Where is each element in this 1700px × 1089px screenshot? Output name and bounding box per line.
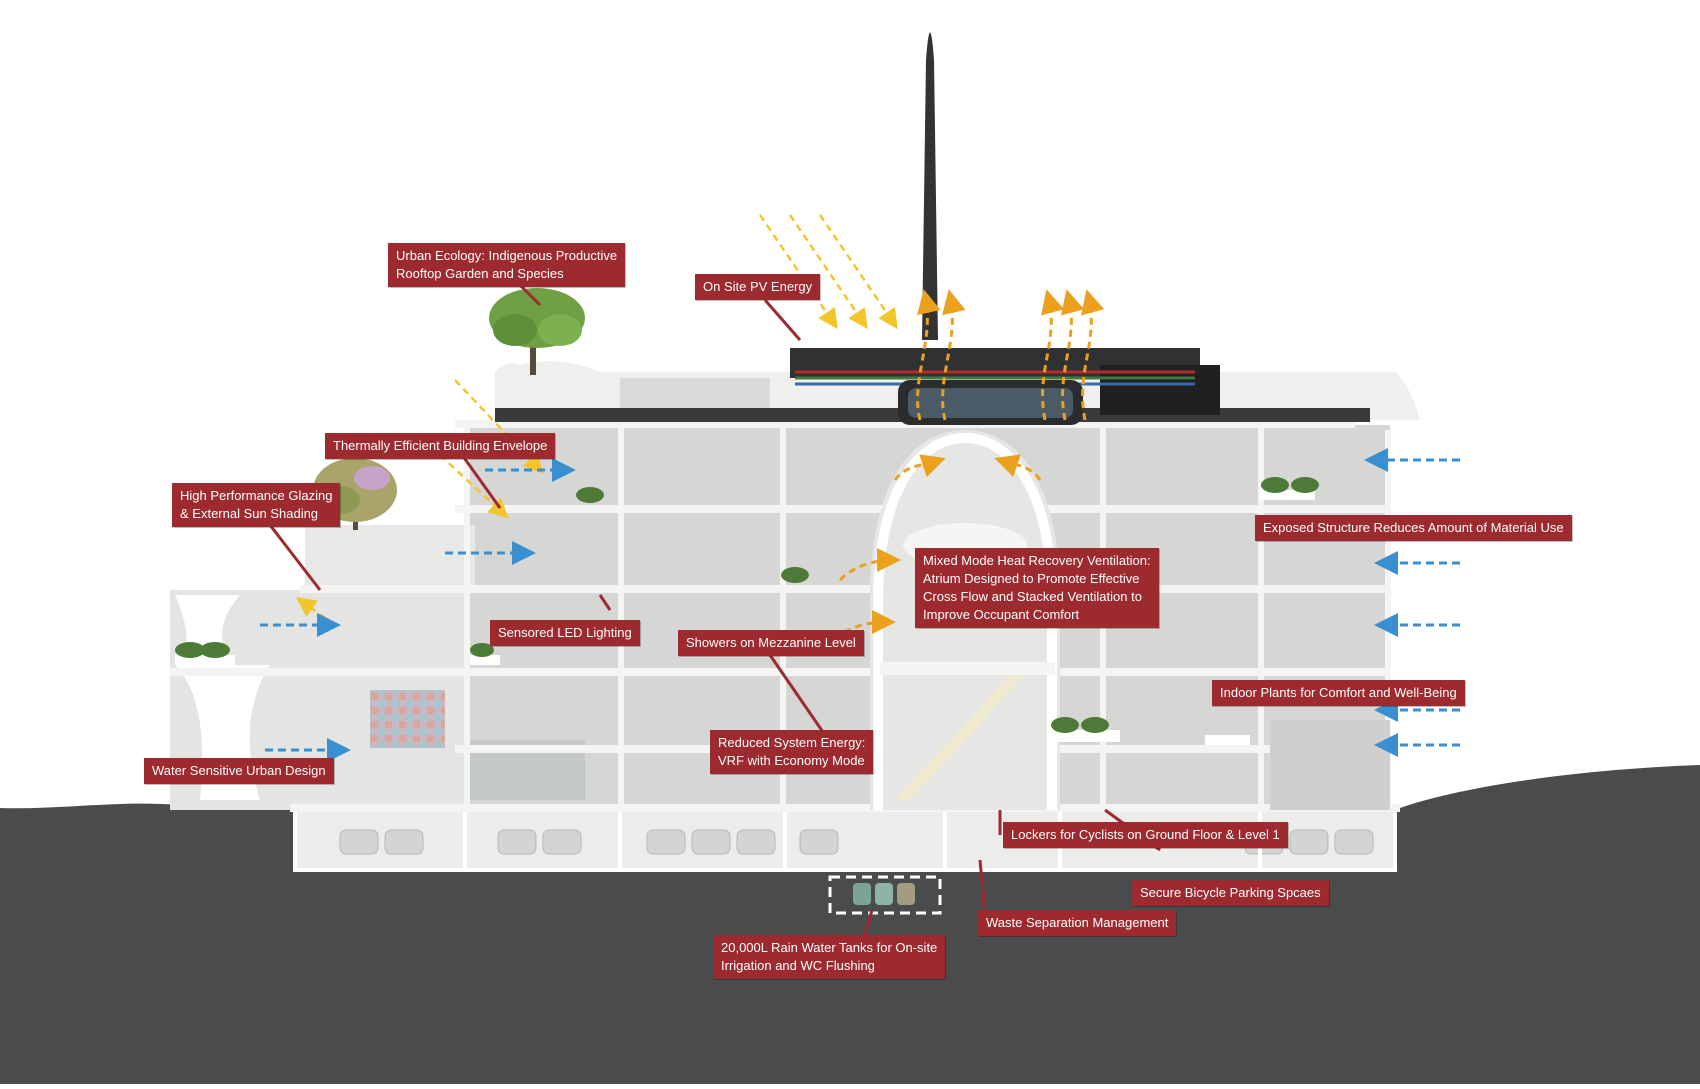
callout-thermal-envelope: Thermally Efficient Building Envelope [325, 433, 556, 459]
callout-lockers: Lockers for Cyclists on Ground Floor & L… [1003, 822, 1288, 848]
callout-urban-ecology: Urban Ecology: Indigenous Productive Roo… [388, 243, 626, 287]
callout-system-energy: Reduced System Energy: VRF with Economy … [710, 730, 874, 774]
callout-ventilation: Mixed Mode Heat Recovery Ventilation: At… [915, 548, 1159, 628]
planters [175, 490, 1315, 745]
chimney [922, 32, 938, 340]
callout-showers: Showers on Mezzanine Level [678, 630, 864, 656]
callout-indoor-plants: Indoor Plants for Comfort and Well-Being [1212, 680, 1465, 706]
callout-waste: Waste Separation Management [978, 910, 1177, 936]
callout-exposed-structure: Exposed Structure Reduces Amount of Mate… [1255, 515, 1572, 541]
rain-water-tanks [828, 875, 942, 915]
callout-bicycle-parking: Secure Bicycle Parking Spcaes [1132, 880, 1329, 906]
rooftop-tree [489, 288, 585, 375]
callout-rain-tanks: 20,000L Rain Water Tanks for On-site Irr… [713, 935, 946, 979]
callout-glazing: High Performance Glazing & External Sun … [172, 483, 341, 527]
atrium-stair [895, 675, 1025, 800]
callout-water-sensitive: Water Sensitive Urban Design [144, 758, 334, 784]
callout-pv-energy: On Site PV Energy [695, 274, 821, 300]
callout-led-lighting: Sensored LED Lighting [490, 620, 640, 646]
roof [495, 348, 1420, 425]
